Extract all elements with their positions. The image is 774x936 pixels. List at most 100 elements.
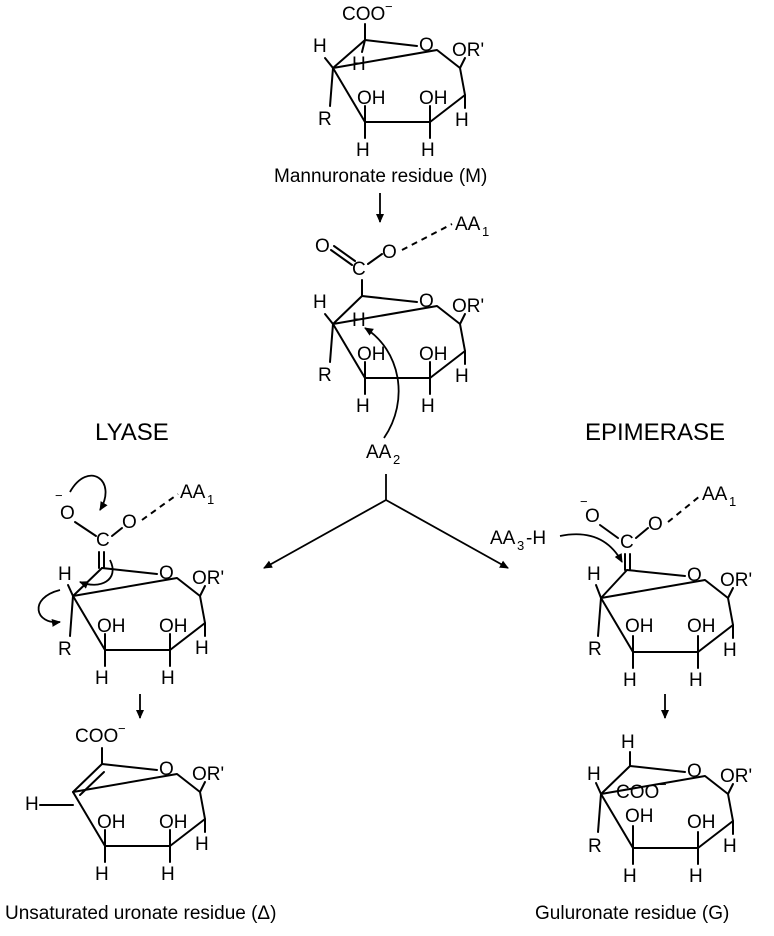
epimerase-heading: EPIMERASE <box>585 419 725 446</box>
svg-text:H: H <box>313 292 327 313</box>
svg-text:OR': OR' <box>452 296 484 317</box>
svg-text:1: 1 <box>207 492 214 507</box>
proton-abstraction-arrow <box>364 327 400 439</box>
svg-text:COO: COO <box>616 782 659 803</box>
svg-text:H: H <box>723 836 737 857</box>
svg-text:OH: OH <box>159 812 188 833</box>
svg-text:O: O <box>419 35 434 56</box>
svg-text:OR': OR' <box>720 766 752 787</box>
svg-text:O: O <box>315 236 330 257</box>
epimerase-intermediate: − O C O AA 1 AA 3 -H O OR' H R OH OH H H… <box>490 484 752 691</box>
svg-text:COO: COO <box>75 726 118 747</box>
svg-text:H: H <box>587 564 601 585</box>
svg-text:H: H <box>723 640 737 661</box>
svg-text:H: H <box>161 668 175 689</box>
svg-text:C: C <box>620 532 634 553</box>
svg-text:O: O <box>60 503 75 524</box>
unsaturated-caption: Unsaturated uronate residue (Δ) <box>5 903 276 924</box>
svg-text:R: R <box>588 836 602 857</box>
guluronate-caption: Guluronate residue (G) <box>535 903 729 924</box>
svg-text:AA: AA <box>366 442 392 463</box>
svg-text:OH: OH <box>625 616 654 637</box>
svg-text:−: − <box>118 721 126 736</box>
svg-text:O: O <box>648 514 663 535</box>
arrow-to-epimerase <box>385 499 509 569</box>
svg-text:H: H <box>689 670 703 691</box>
svg-text:O: O <box>382 242 397 263</box>
svg-text:H: H <box>623 866 637 887</box>
svg-text:O: O <box>687 565 702 586</box>
svg-text:OH: OH <box>357 344 386 365</box>
svg-text:O: O <box>159 759 174 780</box>
svg-text:H: H <box>95 864 109 885</box>
svg-text:R: R <box>318 109 332 130</box>
svg-text:R: R <box>318 365 332 386</box>
lyase-arrow-2 <box>79 559 114 589</box>
svg-text:-H: -H <box>526 528 546 549</box>
unsaturated-structure: COO − O OR' H OH OH H H H <box>25 721 224 885</box>
svg-text:AA: AA <box>180 482 206 503</box>
svg-text:OH: OH <box>419 88 448 109</box>
guluronate-structure: H O OR' H COO − R OH OH H H H <box>587 732 752 887</box>
svg-text:H: H <box>455 110 469 131</box>
svg-text:H: H <box>352 54 366 75</box>
svg-text:OH: OH <box>97 812 126 833</box>
svg-text:H: H <box>195 834 209 855</box>
svg-text:H: H <box>621 732 635 753</box>
svg-text:−: − <box>55 488 63 503</box>
svg-text:OH: OH <box>357 88 386 109</box>
mannuronate-caption: Mannuronate residue (M) <box>274 166 487 187</box>
svg-text:AA: AA <box>702 484 728 505</box>
svg-text:AA: AA <box>490 528 516 549</box>
svg-text:OH: OH <box>625 806 654 827</box>
lyase-arrow-1 <box>69 474 108 511</box>
svg-text:OH: OH <box>97 616 126 637</box>
svg-text:O: O <box>687 761 702 782</box>
svg-text:H: H <box>623 670 637 691</box>
svg-text:O: O <box>159 563 174 584</box>
svg-text:−: − <box>385 0 393 14</box>
lyase-arrow-3 <box>37 589 61 627</box>
svg-text:H: H <box>25 794 39 815</box>
svg-text:H: H <box>95 668 109 689</box>
svg-text:H: H <box>352 310 366 331</box>
svg-text:H: H <box>421 140 435 161</box>
svg-text:OR': OR' <box>192 568 224 589</box>
svg-text:O: O <box>122 512 137 533</box>
svg-text:H: H <box>58 564 72 585</box>
svg-text:H: H <box>455 366 469 387</box>
lyase-intermediate: − O C O AA 1 O OR' H R OH OH H H H <box>37 474 224 689</box>
coo-label: COO <box>342 4 385 25</box>
svg-text:2: 2 <box>393 452 400 467</box>
svg-text:C: C <box>352 259 366 280</box>
svg-text:AA: AA <box>455 214 481 235</box>
svg-text:OR': OR' <box>192 764 224 785</box>
svg-text:C: C <box>96 530 110 551</box>
svg-text:H: H <box>195 638 209 659</box>
svg-text:3: 3 <box>517 538 524 553</box>
intermediate-structure: O C O AA 1 O OR' H H R OH OH H H H AA 2 <box>313 214 489 467</box>
svg-text:O: O <box>585 506 600 527</box>
arrow-to-lyase <box>263 499 387 569</box>
svg-text:H: H <box>313 36 327 57</box>
svg-text:O: O <box>419 291 434 312</box>
svg-text:H: H <box>161 864 175 885</box>
svg-text:H: H <box>421 396 435 417</box>
svg-text:1: 1 <box>729 494 736 509</box>
svg-text:OH: OH <box>159 616 188 637</box>
svg-text:H: H <box>356 396 370 417</box>
mannuronate-structure: COO − O OR' H H R OH OH H H H <box>313 0 484 161</box>
svg-text:H: H <box>356 140 370 161</box>
svg-text:−: − <box>659 777 667 792</box>
svg-text:OH: OH <box>687 812 716 833</box>
svg-text:1: 1 <box>482 224 489 239</box>
svg-text:−: − <box>580 494 588 509</box>
svg-text:OR': OR' <box>452 40 484 61</box>
lyase-heading: LYASE <box>95 419 169 446</box>
svg-text:R: R <box>588 639 602 660</box>
svg-text:OH: OH <box>687 616 716 637</box>
svg-text:H: H <box>587 764 601 785</box>
epimerase-arrow <box>559 533 623 563</box>
svg-text:OR': OR' <box>720 570 752 591</box>
